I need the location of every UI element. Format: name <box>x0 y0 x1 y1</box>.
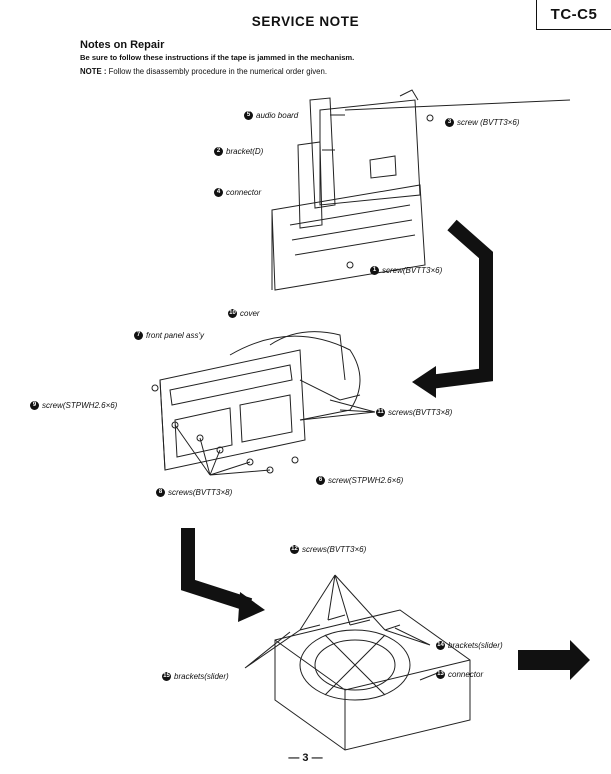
label-text: screw (BVTT3×6) <box>457 118 520 127</box>
step-number-badge: 4 <box>214 188 223 197</box>
step-number-badge: 10 <box>228 309 237 318</box>
label-text: connector <box>226 188 262 197</box>
step-number-badge: 15 <box>162 672 171 681</box>
step-number-badge: 2 <box>214 147 223 156</box>
label-text: brackets(slider) <box>174 672 229 681</box>
label-text: screw(STPWH2.6×6) <box>328 476 404 485</box>
note-label: NOTE : <box>80 67 107 76</box>
label-text: screws(BVTT3×6) <box>302 545 367 554</box>
step-number-badge: 11 <box>376 408 385 417</box>
step-number-badge: 6 <box>316 476 325 485</box>
step-number-badge: 13 <box>436 670 445 679</box>
model-number: TC-C5 <box>536 0 611 30</box>
page-number: — 3 — <box>288 752 323 764</box>
label-text: cover <box>240 309 260 318</box>
step-number-badge: 12 <box>290 545 299 554</box>
step-number-badge: 1 <box>370 266 379 275</box>
label-text: audio board <box>256 111 299 120</box>
step-number-badge: 8 <box>156 488 165 497</box>
label-text: screws(BVTT3×8) <box>388 408 453 417</box>
label-text: connector <box>448 670 484 679</box>
step-number-badge: 9 <box>30 401 39 410</box>
label-text: bracket(D) <box>226 147 264 156</box>
step-number-badge: 5 <box>244 111 253 120</box>
step-number-badge: 14 <box>436 641 445 650</box>
label-text: screw(BVTT3×6) <box>382 266 443 275</box>
label-text: brackets(slider) <box>448 641 503 650</box>
step-number-badge: 7 <box>134 331 143 340</box>
note-text: NOTE : Follow the disassembly procedure … <box>80 67 327 76</box>
page-title: SERVICE NOTE <box>251 14 360 29</box>
section-heading: Notes on Repair <box>80 39 165 51</box>
label-text: front panel ass'y <box>146 331 205 340</box>
label-text: screw(STPWH2.6×6) <box>42 401 118 410</box>
warning-text: Be sure to follow these instructions if … <box>80 53 355 62</box>
label-text: screws(BVTT3×8) <box>168 488 233 497</box>
step-number-badge: 3 <box>445 118 454 127</box>
note-body: Follow the disassembly procedure in the … <box>106 67 328 76</box>
